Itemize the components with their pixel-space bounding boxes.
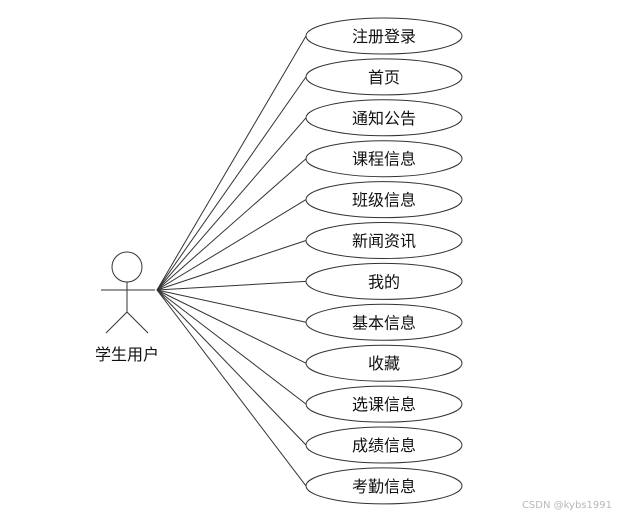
use-case-ellipse — [305, 99, 463, 137]
association-line-7 — [156, 280, 307, 291]
use-case-12: 考勤信息 — [305, 467, 463, 505]
use-case-label: 新闻资讯 — [352, 232, 416, 251]
association-line-9 — [156, 289, 307, 364]
use-case-ellipse — [305, 17, 463, 55]
association-line-5 — [156, 199, 307, 291]
use-case-2: 首页 — [305, 58, 463, 96]
use-case-5: 班级信息 — [305, 181, 463, 219]
actor-head — [111, 251, 143, 283]
use-case-list: 注册登录首页通知公告课程信息班级信息新闻资讯我的基本信息收藏选课信息成绩信息考勤… — [305, 17, 463, 505]
use-case-label: 注册登录 — [352, 27, 416, 46]
association-line-12 — [156, 289, 307, 487]
actor-left-leg — [105, 311, 128, 334]
use-case-9: 收藏 — [305, 344, 463, 382]
use-case-4: 课程信息 — [305, 140, 463, 178]
use-case-label: 成绩信息 — [352, 436, 416, 455]
association-lines — [156, 35, 307, 487]
use-case-11: 成绩信息 — [305, 426, 463, 464]
use-case-ellipse — [305, 181, 463, 219]
use-case-ellipse — [305, 385, 463, 423]
use-case-ellipse — [305, 344, 463, 382]
association-line-11 — [156, 289, 307, 446]
use-case-ellipse — [305, 140, 463, 178]
use-case-ellipse — [305, 262, 463, 300]
association-line-4 — [156, 158, 307, 291]
use-case-label: 首页 — [368, 68, 400, 87]
association-line-1 — [156, 35, 307, 291]
watermark: CSDN @kybs1991 — [521, 500, 612, 511]
association-line-6 — [156, 240, 307, 291]
use-case-ellipse — [305, 467, 463, 505]
use-case-label: 基本信息 — [352, 313, 416, 332]
use-case-label: 选课信息 — [352, 395, 416, 414]
use-case-ellipse — [305, 303, 463, 341]
use-case-1: 注册登录 — [305, 17, 463, 55]
actor-student-user: 学生用户 — [95, 251, 159, 364]
association-line-10 — [156, 289, 307, 405]
use-case-7: 我的 — [305, 262, 463, 300]
use-case-label: 收藏 — [368, 354, 400, 373]
association-line-3 — [156, 117, 307, 291]
actor-right-leg — [126, 311, 149, 334]
actor-label: 学生用户 — [95, 345, 159, 364]
use-case-label: 班级信息 — [352, 191, 416, 210]
use-case-3: 通知公告 — [305, 99, 463, 137]
use-case-label: 课程信息 — [352, 150, 416, 169]
use-case-6: 新闻资讯 — [305, 222, 463, 259]
association-line-2 — [156, 76, 307, 291]
use-case-ellipse — [305, 426, 463, 464]
use-case-8: 基本信息 — [305, 303, 463, 341]
use-case-10: 选课信息 — [305, 385, 463, 423]
use-case-ellipse — [305, 222, 463, 259]
use-case-label: 我的 — [368, 272, 400, 291]
use-case-label: 通知公告 — [352, 109, 416, 128]
use-case-ellipse — [305, 58, 463, 96]
association-line-8 — [156, 289, 307, 323]
use-case-label: 考勤信息 — [352, 477, 416, 496]
